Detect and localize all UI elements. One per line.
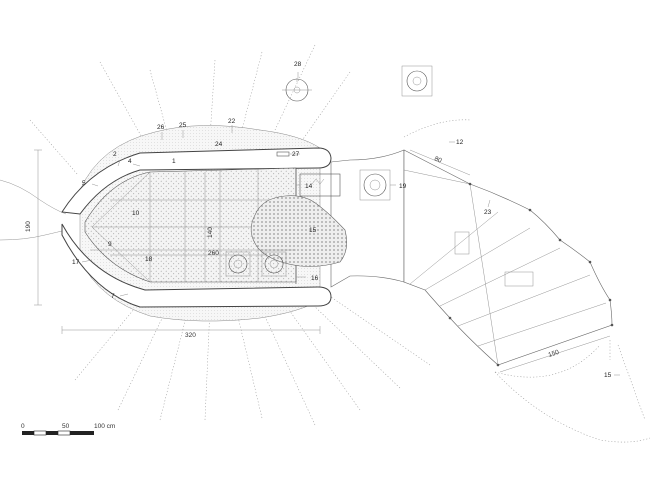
callout-9: 9 — [108, 241, 112, 248]
callout-23: 23 — [484, 209, 492, 216]
callout-17: 17 — [72, 259, 80, 266]
callout-4: 4 — [128, 158, 132, 165]
callout-28: 28 — [294, 61, 302, 68]
wake-line-bottom — [0, 229, 67, 241]
callout-7: 7 — [111, 293, 115, 300]
rear-platform — [330, 149, 405, 288]
callout-15-pad: 15 — [309, 227, 317, 234]
scale-bar: 0 50 100 cm — [21, 423, 115, 436]
callout-24: 24 — [215, 141, 223, 148]
sail-battens — [403, 169, 607, 366]
callout-2: 2 — [113, 151, 117, 158]
disc-symbol-left — [225, 251, 251, 277]
callout-25: 25 — [179, 122, 187, 129]
disc-symbol-top — [401, 65, 433, 97]
callout-26: 26 — [157, 124, 165, 131]
scale-label-100: 100 cm — [94, 423, 115, 430]
callout-12: 12 — [456, 139, 464, 146]
scale-label-0: 0 — [21, 423, 25, 430]
item-28-symbol — [282, 78, 312, 102]
seat-pad — [250, 195, 347, 267]
callout-16: 16 — [311, 275, 319, 282]
dimension-190: 190 — [25, 221, 32, 232]
callout-18: 18 — [145, 256, 153, 263]
dimension-150: 150 — [547, 349, 560, 359]
fan-sail — [403, 149, 613, 366]
upper-tube — [61, 147, 332, 215]
disc-symbol-right — [261, 251, 287, 277]
dimension-lines — [34, 149, 611, 373]
dimension-320: 320 — [185, 332, 196, 339]
callout-14: 14 — [305, 183, 313, 190]
callout-22: 22 — [228, 118, 236, 125]
callout-19: 19 — [399, 183, 407, 190]
dimension-80: 80 — [433, 155, 443, 164]
dimension-260: 260 — [208, 250, 219, 257]
callout-1: 1 — [172, 158, 176, 165]
callout-5: 5 — [82, 180, 86, 187]
wake-line-top — [0, 179, 67, 215]
sail-edge-nodes — [448, 182, 614, 367]
lower-tube — [61, 223, 332, 308]
scale-label-50: 50 — [62, 423, 70, 430]
leader-lines — [81, 72, 620, 376]
callout-15-sail: 15 — [604, 372, 612, 379]
callout-27: 27 — [292, 151, 300, 158]
callout-10: 10 — [132, 210, 140, 217]
strap-27 — [276, 151, 290, 157]
dimension-140: 140 — [207, 227, 214, 238]
